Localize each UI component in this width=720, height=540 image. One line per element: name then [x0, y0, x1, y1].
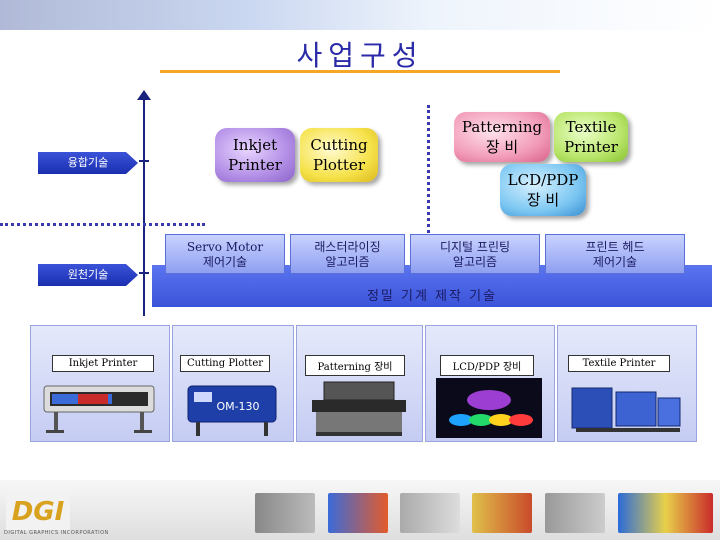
footer-thumb-printer-2 [400, 493, 460, 533]
column-divider [427, 105, 430, 245]
level-label-convergence: 융합기술 [38, 152, 138, 174]
bubble-line: Textile [554, 117, 628, 137]
bubble-line: Cutting [300, 135, 378, 155]
footer-thumb-printer-3 [545, 493, 605, 533]
lcd-pdp-equipment-image [436, 378, 542, 438]
tech-line: 알고리즘 [411, 255, 539, 270]
bubble-line: Inkjet [215, 135, 295, 155]
tech-line: 제어기술 [166, 255, 284, 270]
tech-digital-printing: 디지털 프린팅 알고리즘 [410, 234, 540, 274]
dgi-logo: DGI [6, 490, 70, 530]
axis-tick [139, 272, 149, 274]
logo-mark: DGI [12, 497, 65, 527]
bubble-line: 장 비 [454, 137, 550, 157]
top-gradient-strip [0, 0, 720, 30]
bubble-patterning: Patterning 장 비 [454, 112, 550, 162]
footer-thumb-print-sample-2 [472, 493, 532, 533]
product-label-patterning: Patterning 장비 [305, 355, 405, 376]
tech-rasterizing: 래스터라이징 알고리즘 [290, 234, 405, 274]
textile-printer-image [568, 378, 684, 438]
product-label-lcd: LCD/PDP 장비 [440, 355, 534, 376]
product-label-cutting: Cutting Plotter [180, 355, 270, 372]
precision-tech-label: 정밀 기계 제작 기술 [152, 285, 712, 304]
tech-line: 제어기술 [546, 255, 684, 270]
tech-servo-motor: Servo Motor 제어기술 [165, 234, 285, 274]
logo-subtitle: DIGITAL GRAPHICS INCORPORATION [4, 530, 109, 536]
footer-thumb-printer [255, 493, 315, 533]
tech-line: 알고리즘 [291, 255, 404, 270]
tech-line: Servo Motor [166, 240, 284, 255]
footer-thumb-print-sample [328, 493, 388, 533]
bubble-line: Printer [215, 155, 295, 175]
bubble-line: Printer [554, 137, 628, 157]
level-divider [0, 223, 205, 226]
cutting-plotter-model: OM-130 [216, 400, 259, 413]
patterning-equipment-image [306, 378, 412, 438]
tech-line: 프린트 헤드 [546, 240, 684, 255]
tech-line: 디지털 프린팅 [411, 240, 539, 255]
level-label-source: 원천기술 [38, 264, 138, 286]
tech-print-head: 프린트 헤드 제어기술 [545, 234, 685, 274]
bubble-line: 장 비 [500, 190, 586, 210]
tech-line: 래스터라이징 [291, 240, 404, 255]
cutting-plotter-image: OM-130 [182, 380, 282, 438]
bubble-line: LCD/PDP [500, 170, 586, 190]
bubble-cutting-plotter: Cutting Plotter [300, 128, 378, 182]
product-label-inkjet: Inkjet Printer [52, 355, 154, 372]
bubble-line: Patterning [454, 117, 550, 137]
page-title: 사업구성 [0, 34, 720, 74]
bubble-line: Plotter [300, 155, 378, 175]
inkjet-printer-image [40, 378, 158, 436]
bubble-textile-printer: Textile Printer [554, 112, 628, 162]
bubble-inkjet-printer: Inkjet Printer [215, 128, 295, 182]
product-label-textile: Textile Printer [568, 355, 670, 372]
footer-thumb-print-sample-3 [618, 493, 713, 533]
axis-tick [139, 160, 149, 162]
title-underline [160, 70, 560, 73]
bubble-lcd-pdp: LCD/PDP 장 비 [500, 164, 586, 216]
vertical-axis [143, 96, 145, 316]
